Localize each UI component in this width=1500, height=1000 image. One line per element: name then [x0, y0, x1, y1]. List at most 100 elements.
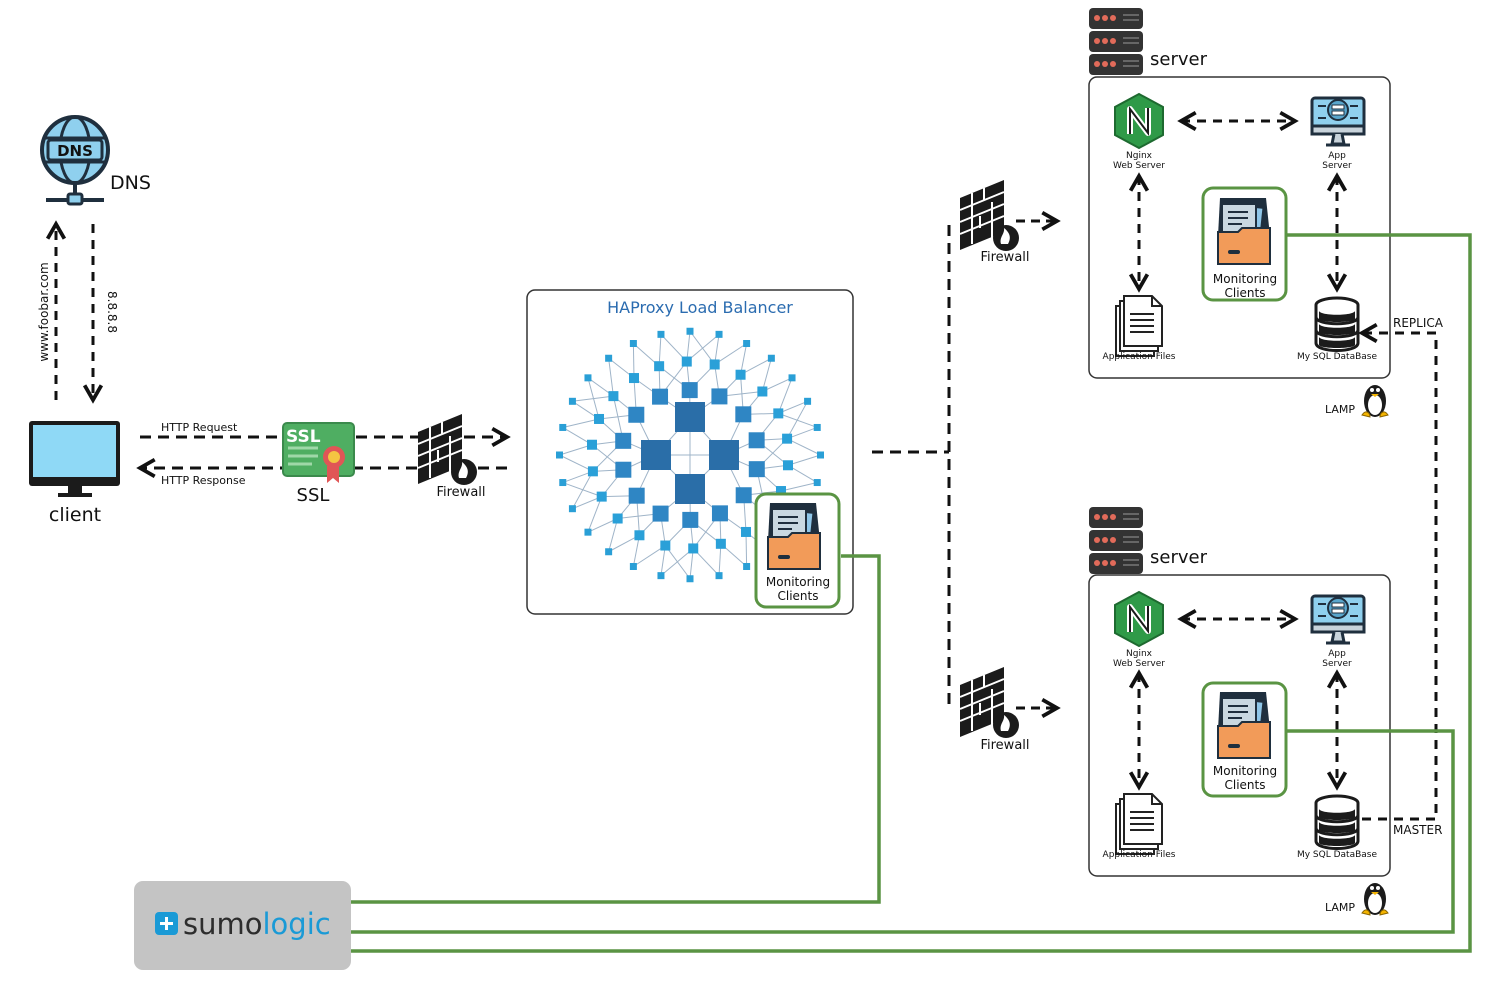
mesh-link: [562, 482, 602, 498]
mesh-link: [780, 482, 818, 492]
mesh-link: [740, 357, 772, 376]
server-1-rack-icon: [1088, 7, 1144, 76]
mesh-node: [743, 340, 751, 348]
lb-monitoring-line2: Clients: [778, 589, 819, 603]
svg-text:sumologic: sumologic: [183, 907, 331, 941]
mesh-node: [748, 461, 765, 478]
mesh-node: [628, 487, 645, 504]
mesh-node: [686, 327, 694, 335]
mesh-node: [804, 397, 812, 405]
mesh-node: [654, 361, 665, 372]
mesh-node: [773, 408, 784, 419]
server-2-monitoring-line: [350, 729, 1455, 934]
mesh-node: [612, 513, 623, 524]
mesh-link: [714, 343, 747, 365]
mesh-node: [709, 359, 720, 370]
server-2-stack-label: LAMP: [1325, 901, 1355, 914]
mesh-node: [641, 440, 671, 470]
mesh-node: [629, 340, 637, 348]
server-2-db-label: My SQL DataBase: [1297, 850, 1377, 860]
mesh-link: [777, 377, 793, 414]
ssl-badge-text: SSL: [286, 427, 321, 447]
mesh-node: [813, 479, 821, 487]
mesh-node: [628, 406, 645, 423]
mesh-node: [634, 530, 645, 541]
server-1-database-icon: [1314, 296, 1360, 352]
server-2-monitoring-folder-icon: [1217, 691, 1271, 759]
mesh-link: [562, 470, 594, 484]
lb-monitoring-clients[interactable]: Monitoring Clients: [754, 492, 841, 609]
server-1-monitoring-clients[interactable]: Monitoring Clients: [1201, 186, 1288, 302]
mesh-link: [608, 534, 640, 553]
mesh-node: [675, 474, 705, 504]
mesh-node: [594, 413, 605, 424]
mesh-node: [605, 548, 613, 556]
mesh-link: [761, 358, 772, 392]
mesh-node: [605, 354, 613, 362]
mesh-node: [615, 461, 632, 478]
mesh-node: [657, 330, 665, 338]
mesh-node: [587, 466, 598, 477]
server-2-linux-penguin-icon: [1361, 882, 1389, 916]
server-2-role-label: MASTER: [1393, 823, 1442, 837]
server-1-app-line2: Server: [1322, 161, 1352, 171]
mesh-node: [748, 432, 765, 449]
server-1-monitoring-line1: Monitoring: [1213, 272, 1277, 286]
mesh-node: [629, 373, 640, 384]
front-firewall-icon: [417, 413, 478, 486]
mesh-node: [608, 391, 619, 402]
mesh-node: [584, 528, 592, 536]
mesh-link: [686, 333, 720, 362]
mesh-link: [660, 545, 666, 576]
mesh-node: [782, 433, 793, 444]
server-2-database-icon: [1314, 794, 1360, 850]
mesh-node: [568, 397, 576, 405]
server-1-linux-penguin-icon: [1361, 384, 1389, 418]
mesh-node: [775, 486, 786, 497]
mesh-link: [740, 343, 748, 375]
mesh-link: [633, 545, 666, 567]
mesh-link: [778, 412, 818, 428]
mesh-link: [587, 377, 600, 420]
mesh-link: [745, 531, 748, 567]
sumologic-text-part2: logic: [262, 907, 330, 941]
mesh-link: [559, 454, 594, 472]
mesh-node: [559, 479, 567, 487]
http-response-text: HTTP Response: [161, 474, 246, 487]
mesh-node: [682, 511, 699, 528]
load-balancer-title: HAProxy Load Balancer: [607, 298, 793, 317]
mesh-node: [735, 369, 746, 380]
mesh-node: [657, 572, 665, 580]
mesh-node: [711, 505, 728, 522]
mesh-node: [709, 440, 739, 470]
server-1-title: server: [1150, 49, 1208, 70]
mesh-node: [660, 540, 671, 551]
mesh-link: [559, 444, 593, 456]
bottom-firewall-icon: [959, 666, 1020, 739]
mesh-node: [813, 423, 821, 431]
mesh-node: [586, 439, 597, 450]
server-2-monitoring-clients[interactable]: Monitoring Clients: [1201, 681, 1288, 798]
sumologic-panel[interactable]: sumologic: [134, 881, 351, 970]
mesh-link: [686, 331, 691, 362]
client-monitor-icon: [29, 421, 120, 497]
mesh-node: [740, 526, 751, 537]
mesh-link: [714, 334, 720, 365]
server-1-stack-label: LAMP: [1325, 403, 1355, 416]
sumologic-text-part1: sumo: [183, 907, 262, 941]
dns-query-text: www.foobar.com: [37, 262, 51, 361]
mesh-node: [757, 386, 768, 397]
mesh-node: [615, 432, 632, 449]
server-2-rack-icon: [1088, 506, 1144, 575]
server-1-files-icon: [1115, 295, 1163, 357]
server-2-nginx-line2: Web Server: [1113, 659, 1165, 669]
mesh-node: [559, 423, 567, 431]
mesh-node: [715, 538, 726, 549]
mesh-node: [629, 562, 637, 570]
mesh-link: [608, 358, 614, 397]
server-1-monitoring-folder-icon: [1217, 197, 1271, 265]
front-firewall-label: Firewall: [436, 485, 485, 500]
mesh-link: [786, 438, 821, 456]
mesh-link: [718, 543, 722, 576]
top-firewall-label: Firewall: [980, 250, 1029, 265]
